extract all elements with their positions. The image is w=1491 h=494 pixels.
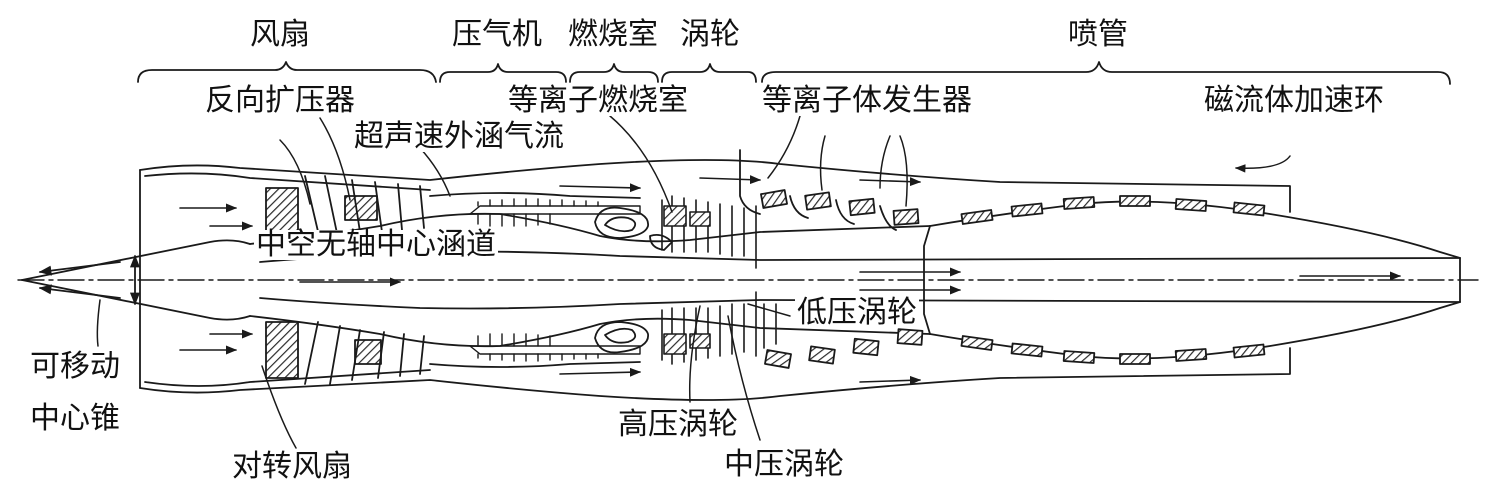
brace-fan	[137, 61, 437, 83]
label-mhd-ring: 磁流体加速环	[1202, 83, 1386, 118]
section-label-fan: 风扇	[250, 17, 310, 52]
label-intermediate-pressure-turbine: 中压涡轮	[722, 447, 846, 482]
brace-combustor	[569, 63, 659, 83]
brace-compressor	[439, 63, 567, 83]
combustor-chambers	[594, 206, 673, 354]
label-high-pressure-turbine: 高压涡轮	[616, 407, 740, 442]
center-cone	[21, 239, 251, 321]
label-movable-cone-line2: 中心锥	[30, 401, 120, 436]
label-reverse-diffuser: 反向扩压器	[203, 83, 357, 118]
brace-turbine	[661, 63, 757, 83]
label-hollow-duct: 中空无轴中心涵道	[254, 227, 498, 262]
section-label-nozzle: 喷管	[1068, 17, 1128, 52]
flow-arrows	[179, 175, 1402, 385]
brace-nozzle	[761, 61, 1451, 85]
fan-stage	[265, 175, 425, 385]
label-movable-cone-line1: 可移动	[30, 349, 120, 384]
label-plasma-generator: 等离子体发生器	[760, 83, 974, 118]
label-counter-rotating-fan: 对转风扇	[232, 449, 352, 484]
outer-casing	[139, 159, 1291, 401]
leader-lines	[96, 115, 1291, 449]
section-braces	[137, 61, 1451, 85]
label-low-pressure-turbine: 低压涡轮	[795, 295, 919, 330]
compressor-stage	[469, 198, 641, 362]
section-label-combustor: 燃烧室	[568, 17, 658, 52]
plasma-generator-blocks	[739, 149, 924, 369]
label-plasma-combustor: 等离子燃烧室	[506, 83, 690, 118]
turbine-stages	[661, 195, 777, 365]
section-label-turbine: 涡轮	[680, 17, 740, 52]
mhd-ring-segments	[960, 195, 1266, 365]
section-label-compressor: 压气机	[452, 17, 542, 52]
label-supersonic-bypass: 超声速外涵气流	[352, 119, 566, 154]
